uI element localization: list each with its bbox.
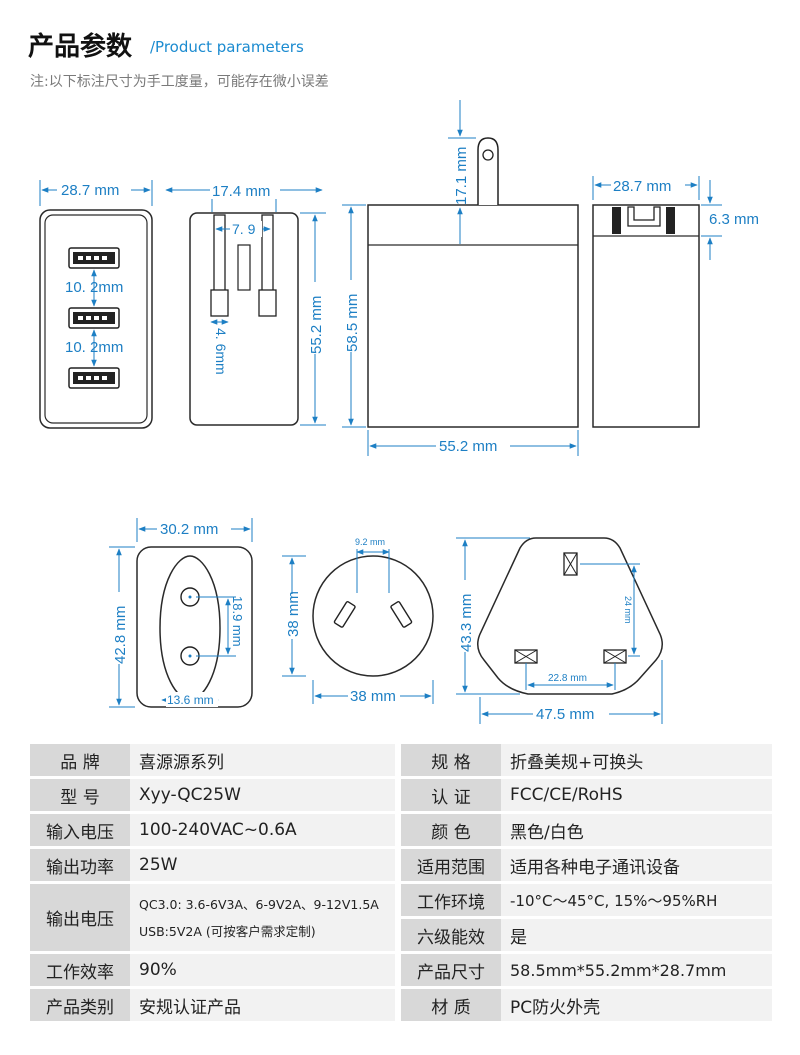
table-row: 输出电压 QC3.0: 3.6-6V3A、6-9V2A、9-12V1.5A US… bbox=[30, 884, 772, 951]
power-value: 25W bbox=[130, 849, 395, 881]
eu-bottom-label: 13.6 mm bbox=[167, 693, 214, 707]
env-label: 工作环境 bbox=[401, 884, 501, 916]
body-width-label: 55.2 mm bbox=[439, 438, 497, 455]
uk-pin-v-label: 24 mm bbox=[623, 596, 633, 624]
output-label: 输出电压 bbox=[30, 884, 130, 951]
power-label: 输出功率 bbox=[30, 849, 130, 881]
uk-live-pin-icon bbox=[514, 649, 538, 664]
input-value: 100-240VAC~0.6A bbox=[130, 814, 395, 846]
dimension-drawings: 10. 2mm 10. 2mm 28.7 mm 7. 9 4. 6mm 17.4… bbox=[39, 100, 759, 724]
level-value: 是 bbox=[501, 919, 772, 951]
level-label: 六级能效 bbox=[401, 919, 501, 951]
input-label: 输入电压 bbox=[30, 814, 130, 846]
front-width-label: 28.7 mm bbox=[61, 182, 119, 199]
table-row: 品 牌 喜源源系列 规 格 折叠美规+可换头 bbox=[30, 744, 772, 776]
eff-value: 90% bbox=[130, 954, 395, 986]
uk-pin-h-label: 22.8 mm bbox=[548, 673, 587, 684]
table-row: 六级能效 是 bbox=[30, 919, 772, 951]
usb-port-icon bbox=[68, 307, 120, 329]
model-value: Xyy-QC25W bbox=[130, 779, 395, 811]
uk-neutral-pin-icon bbox=[603, 649, 627, 664]
side-width-label: 17.4 mm bbox=[212, 183, 270, 200]
category-label: 产品类别 bbox=[30, 989, 130, 1021]
table-row: 输入电压 100-240VAC~0.6A 颜 色 黑色/白色 bbox=[30, 814, 772, 846]
uk-height-label: 43.3 mm bbox=[458, 594, 475, 652]
side-view: 7. 9 4. 6mm 17.4 mm 55.2 mm bbox=[165, 182, 326, 426]
category-value: 安规认证产品 bbox=[130, 989, 395, 1021]
cert-label: 认 证 bbox=[401, 779, 501, 811]
plug-view: 17.1 mm 58.5 mm 55.2 mm bbox=[342, 100, 579, 456]
uk-plug-view: 24 mm 22.8 mm 43.3 mm 47.5 mm bbox=[456, 537, 663, 724]
au-diameter-v-label: 38 mm bbox=[285, 591, 302, 637]
table-row: 产品类别 安规认证产品 材 质 PC防火外壳 bbox=[30, 989, 772, 1021]
pin-width-label: 4. 6mm bbox=[213, 328, 229, 375]
table-row: 型 号 Xyy-QC25W 认 证 FCC/CE/RoHS bbox=[30, 779, 772, 811]
pin-gap-label: 7. 9 bbox=[232, 221, 256, 237]
pin-length-label: 17.1 mm bbox=[453, 147, 470, 205]
table-row: 输出功率 25W 适用范围 适用各种电子通讯设备 bbox=[30, 849, 772, 881]
eff-label: 工作效率 bbox=[30, 954, 130, 986]
side-height-label: 55.2 mm bbox=[308, 296, 325, 354]
top-width-label: 28.7 mm bbox=[613, 178, 671, 195]
spec-table: 品 牌 喜源源系列 规 格 折叠美规+可换头 型 号 Xyy-QC25W 认 证… bbox=[30, 741, 772, 1024]
port-spacing-2-label: 10. 2mm bbox=[65, 339, 123, 356]
color-label: 颜 色 bbox=[401, 814, 501, 846]
brand-label: 品 牌 bbox=[30, 744, 130, 776]
port-spacing-1-label: 10. 2mm bbox=[65, 279, 123, 296]
au-plug-view: 9.2 mm 38 mm 38 mm bbox=[282, 537, 434, 705]
size-value: 58.5mm*55.2mm*28.7mm bbox=[501, 954, 772, 986]
uk-earth-pin-icon bbox=[563, 552, 578, 576]
usb-port-icon bbox=[68, 367, 120, 389]
scope-label: 适用范围 bbox=[401, 849, 501, 881]
material-label: 材 质 bbox=[401, 989, 501, 1021]
brand-value: 喜源源系列 bbox=[130, 744, 395, 776]
output-value: QC3.0: 3.6-6V3A、6-9V2A、9-12V1.5A USB:5V2… bbox=[130, 884, 395, 951]
spec-label: 规 格 bbox=[401, 744, 501, 776]
uk-width-label: 47.5 mm bbox=[536, 706, 594, 723]
usb-port-icon bbox=[68, 247, 120, 269]
eu-height-label: 42.8 mm bbox=[112, 606, 129, 664]
material-value: PC防火外壳 bbox=[501, 989, 772, 1021]
measurement-note: 注:以下标注尺寸为手工度量，可能存在微小误差 bbox=[30, 74, 329, 90]
eu-pin-spacing-label: 18.9 mm bbox=[230, 596, 245, 647]
front-view: 10. 2mm 10. 2mm 28.7 mm bbox=[39, 180, 153, 429]
eu-width-label: 30.2 mm bbox=[160, 521, 218, 538]
size-label: 产品尺寸 bbox=[401, 954, 501, 986]
spec-value: 折叠美规+可换头 bbox=[501, 744, 772, 776]
eu-plug-view: 18.9 mm 30.2 mm 42.8 mm 13.6 mm bbox=[109, 518, 253, 708]
scope-value: 适用各种电子通讯设备 bbox=[501, 849, 772, 881]
output-value-usb: USB:5V2A (可按客户需求定制) bbox=[139, 923, 316, 939]
top-thickness-label: 6.3 mm bbox=[709, 211, 759, 228]
output-value-qc: QC3.0: 3.6-6V3A、6-9V2A、9-12V1.5A bbox=[139, 896, 379, 912]
au-pin-spacing-label: 9.2 mm bbox=[355, 537, 385, 547]
page-subtitle: /Product parameters bbox=[150, 38, 304, 56]
cert-value: FCC/CE/RoHS bbox=[501, 779, 772, 811]
top-view: 28.7 mm 6.3 mm bbox=[592, 176, 759, 428]
color-value: 黑色/白色 bbox=[501, 814, 772, 846]
model-label: 型 号 bbox=[30, 779, 130, 811]
au-diameter-h-label: 38 mm bbox=[350, 688, 396, 705]
page-title: 产品参数 bbox=[28, 32, 133, 62]
body-height-label: 58.5 mm bbox=[344, 294, 361, 352]
env-value: -10°C～45°C, 15%～95%RH bbox=[501, 884, 772, 916]
table-row: 工作效率 90% 产品尺寸 58.5mm*55.2mm*28.7mm bbox=[30, 954, 772, 986]
